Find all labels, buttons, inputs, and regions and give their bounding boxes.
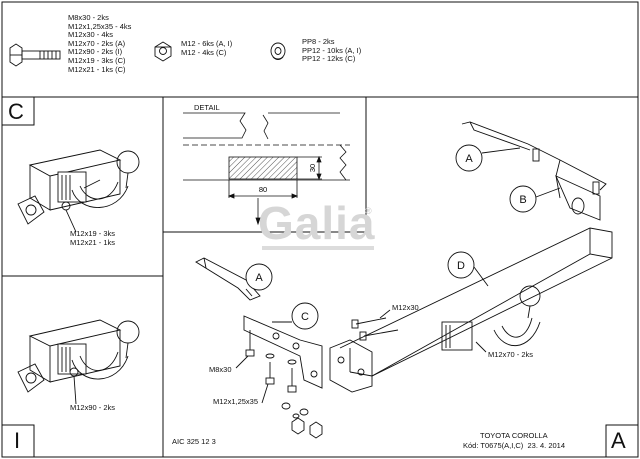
washer-list-item: PP12 - 12ks (C): [302, 54, 356, 64]
callout-labels: A B D A C: [255, 153, 526, 323]
detail-drawing: [183, 112, 350, 226]
nut-list-item: M12 - 4ks (C): [181, 47, 227, 57]
label-m12x125x35: M12x1,25x35: [213, 397, 259, 406]
panel-i-drawing: [17, 319, 140, 405]
main-assembly-drawing: [195, 121, 613, 439]
callout-d-label: D: [457, 260, 465, 272]
bolt-list-item: M12x90 - 2ks (I): [68, 47, 123, 57]
label-m8x30: M8x30: [209, 365, 232, 374]
bolt-list-item: M12x30 - 4ks: [68, 30, 114, 40]
callout-c-label: C: [301, 311, 309, 323]
label-m12x30: M12x30: [392, 303, 419, 312]
nut-list-item: M12 - 6ks (A, I): [181, 39, 233, 48]
nut-list: M12 - 6ks (A, I) M12 - 4ks (C): [181, 39, 233, 57]
bolt-list-item: M12x21 - 1ks (C): [68, 64, 126, 74]
callout-b: [509, 185, 537, 213]
panel-c-letter: C: [8, 99, 24, 124]
bolt-list-item: M12x19 - 3ks (C): [68, 55, 126, 65]
nut-icon: [154, 41, 172, 62]
bolt-list-item: M12x70 - 2ks (A): [68, 38, 126, 48]
variant-letter-box: [605, 424, 639, 458]
variant-letter: A: [611, 428, 626, 453]
bolt-list-item: M8x30 - 2ks: [68, 13, 109, 22]
bolt-icon: [9, 43, 61, 67]
washer-icon: [270, 42, 286, 60]
panel-c-bolt-list: M12x19 - 3ks M12x21 - 1ks: [70, 229, 116, 247]
callout-a-top: [455, 144, 483, 172]
detail-height-dimension: 30: [308, 164, 317, 172]
detail-width-dimension: 80: [259, 185, 267, 194]
panel-i-bolt-list: M12x90 - 2ks: [70, 403, 116, 413]
part-code: AIC 325 12 3: [172, 437, 216, 446]
panel-c-bolt-item: M12x21 - 1ks: [70, 237, 116, 247]
galia-watermark-bar: [262, 246, 374, 250]
panel-c-drawing: [17, 149, 140, 233]
callout-a-top-label: A: [465, 153, 473, 165]
bolt-list-item: M12x1,25x35 - 4ks: [68, 21, 132, 31]
washer-list-item: PP8 - 2ks: [302, 37, 335, 46]
code-and-date: Kód: T0675(A,I,C) 23. 4. 2014: [463, 441, 566, 450]
panel-i-letter-box: [1, 424, 35, 458]
panel-c-bolt-item: M12x19 - 3ks: [70, 229, 116, 238]
callout-a-left: [245, 263, 273, 291]
panel-i-bolt-item: M12x90 - 2ks: [70, 403, 116, 412]
galia-registered-mark: ®: [365, 206, 372, 216]
callout-b-label: B: [519, 194, 526, 206]
label-m12x70: M12x70 - 2ks: [488, 350, 534, 359]
callout-c: [291, 302, 319, 330]
callout-a-left-label: A: [255, 272, 263, 284]
callout-d: [447, 251, 475, 279]
galia-watermark: Galia: [258, 197, 376, 249]
detail-title: DETAIL: [194, 103, 220, 112]
panel-i-letter: I: [14, 428, 21, 453]
washer-list: PP8 - 2ks PP12 - 10ks (A, I) PP12 - 12ks…: [302, 37, 362, 64]
washer-list-item: PP12 - 10ks (A, I): [302, 45, 362, 55]
panel-c-letter-box: [1, 96, 35, 126]
vehicle-name: TOYOTA COROLLA: [480, 431, 548, 440]
bolt-list: M8x30 - 2ks M12x1,25x35 - 4ks M12x30 - 4…: [68, 13, 132, 74]
callout-circles: [245, 144, 537, 330]
